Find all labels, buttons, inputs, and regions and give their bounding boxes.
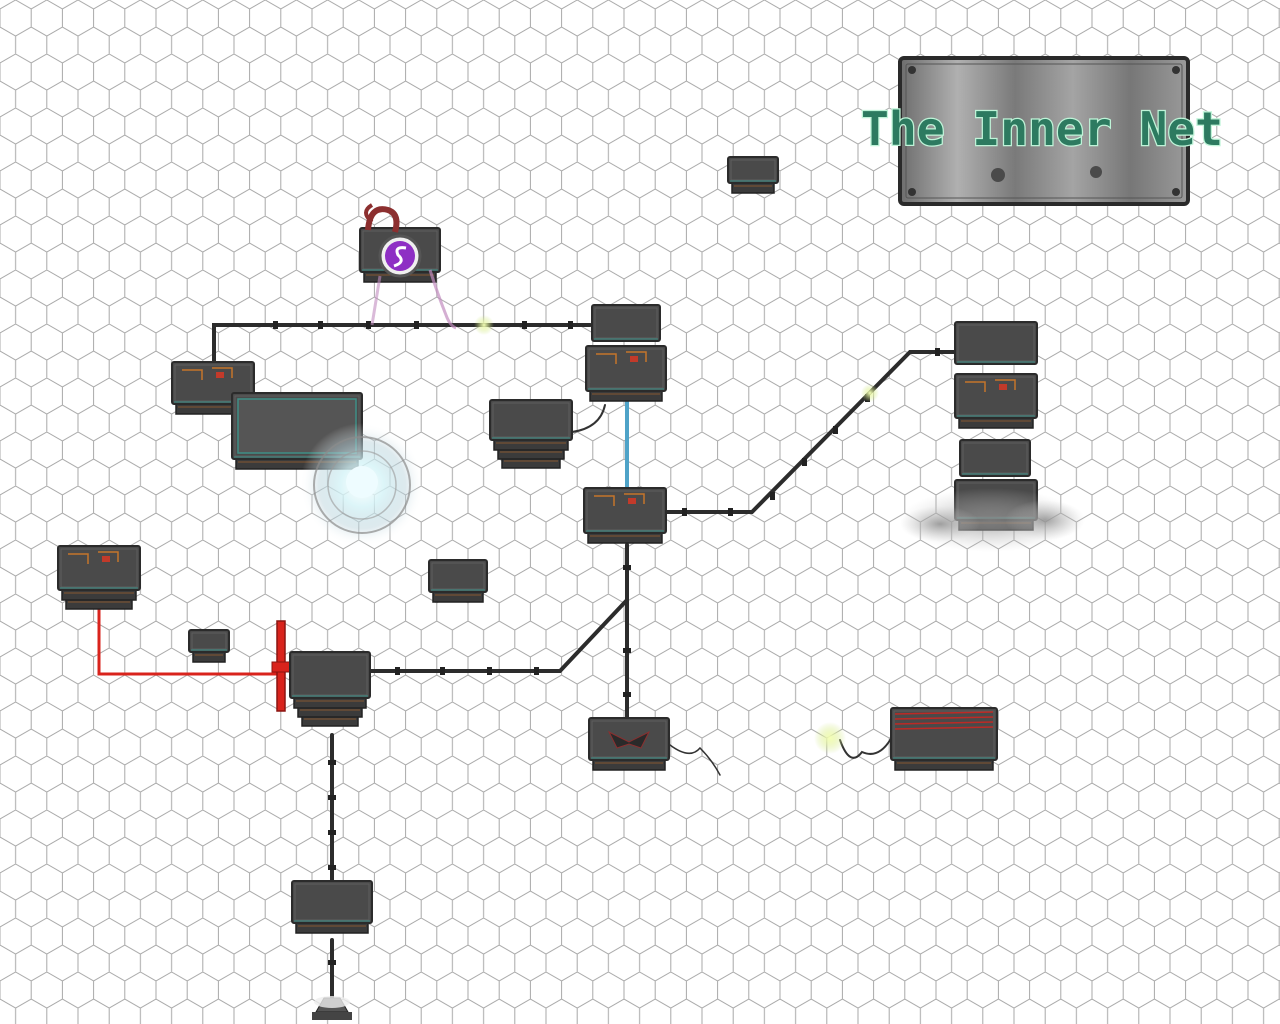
server-block-east-lower: [959, 439, 1031, 477]
map-title: The Inner Net: [861, 102, 1223, 156]
server-block-south: [291, 880, 373, 934]
spark-icon: [814, 722, 846, 754]
coiled-wire: [839, 734, 894, 759]
spark-icon: [861, 384, 879, 402]
server-block-funnel: [489, 399, 573, 469]
server-block-tiny: [188, 629, 230, 663]
dangling-wire: [669, 744, 721, 776]
circuit-board-icon: [68, 551, 119, 564]
circuit-board-icon: [594, 493, 645, 506]
red-cable: [97, 608, 282, 676]
circuit-board-icon: [965, 379, 1016, 392]
server-block-gate: [289, 651, 371, 727]
purple-sigil-icon: [378, 234, 422, 278]
thin-cable-link: [571, 404, 606, 433]
cable-southwest: [368, 598, 629, 673]
server-block-sigil: [359, 227, 441, 283]
cable-east: [664, 350, 957, 514]
server-block-hub: [583, 487, 667, 544]
server-block-redlines: [890, 707, 998, 771]
spark-icon: [474, 315, 494, 335]
satellite-dish-icon: [312, 996, 352, 1020]
server-block-bat: [588, 717, 670, 771]
cable-network: [97, 321, 957, 1012]
cable-connectors: [273, 321, 940, 965]
cable-top: [212, 323, 592, 366]
title-plate: The Inner Net: [860, 56, 1224, 206]
server-block-top-small: [727, 156, 779, 194]
sparks: [474, 315, 879, 754]
circuit-board-icon: [596, 351, 647, 364]
energy-orb: [300, 423, 424, 547]
server-block-relay-top: [591, 304, 661, 342]
server-block-small-mid: [428, 559, 488, 603]
server-block-east: [954, 373, 1038, 429]
server-block-relay: [585, 345, 667, 402]
smoke-cloud: [900, 488, 1085, 552]
tentacle-creature: [364, 203, 457, 330]
bat-creature-icon: [607, 730, 651, 749]
server-block-west: [57, 545, 141, 610]
server-block-east-top: [954, 321, 1038, 365]
circuit-board-icon: [182, 367, 233, 380]
